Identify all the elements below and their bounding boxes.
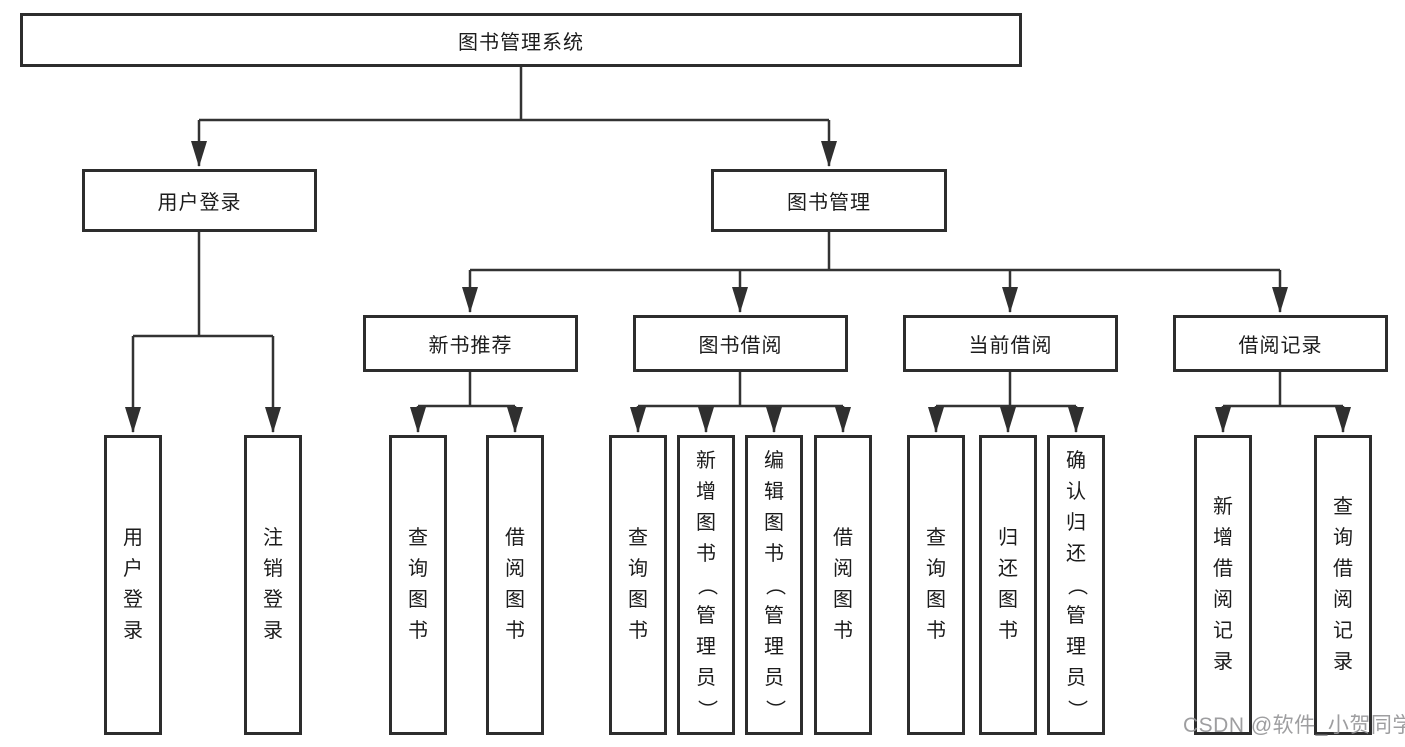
leaf-borrow-book-borrow: 借阅图书: [814, 435, 872, 735]
node-user-login-branch-label: 用户登录: [157, 192, 242, 214]
node-new-book-recommend: 新书推荐: [363, 315, 578, 372]
leaf-user-login: 用户登录: [104, 435, 162, 735]
node-current-borrow-label: 当前借阅: [968, 335, 1053, 357]
leaf-query-book-borrow: 查询图书: [609, 435, 667, 735]
leaf-query-book-current: 查询图书: [907, 435, 965, 735]
leaf-add-borrow-record: 新增借阅记录: [1194, 435, 1252, 735]
node-book-management-branch-label: 图书管理: [787, 192, 871, 214]
node-new-book-recommend-label: 新书推荐: [428, 335, 513, 357]
leaf-edit-book-admin: 编辑图书（管理员）: [745, 435, 803, 735]
node-borrow-record: 借阅记录: [1173, 315, 1388, 372]
watermark: CSDN @软件_小贺同学: [1183, 714, 1405, 737]
node-root-label: 图书管理系统: [458, 31, 584, 54]
node-current-borrow: 当前借阅: [903, 315, 1118, 372]
leaf-query-borrow-record: 查询借阅记录: [1314, 435, 1372, 735]
node-book-management-branch: 图书管理: [711, 169, 947, 232]
leaf-borrow-book-recommend: 借阅图书: [486, 435, 544, 735]
node-book-borrow: 图书借阅: [633, 315, 848, 372]
node-book-borrow-label: 图书借阅: [698, 335, 783, 357]
leaf-add-book-admin: 新增图书（管理员）: [677, 435, 735, 735]
node-user-login-branch: 用户登录: [82, 169, 317, 232]
node-root: 图书管理系统: [20, 13, 1022, 67]
leaf-confirm-return-admin: 确认归还（管理员）: [1047, 435, 1105, 735]
node-borrow-record-label: 借阅记录: [1238, 335, 1323, 357]
leaf-return-book: 归还图书: [979, 435, 1037, 735]
leaf-query-book-recommend: 查询图书: [389, 435, 447, 735]
leaf-logout: 注销登录: [244, 435, 302, 735]
